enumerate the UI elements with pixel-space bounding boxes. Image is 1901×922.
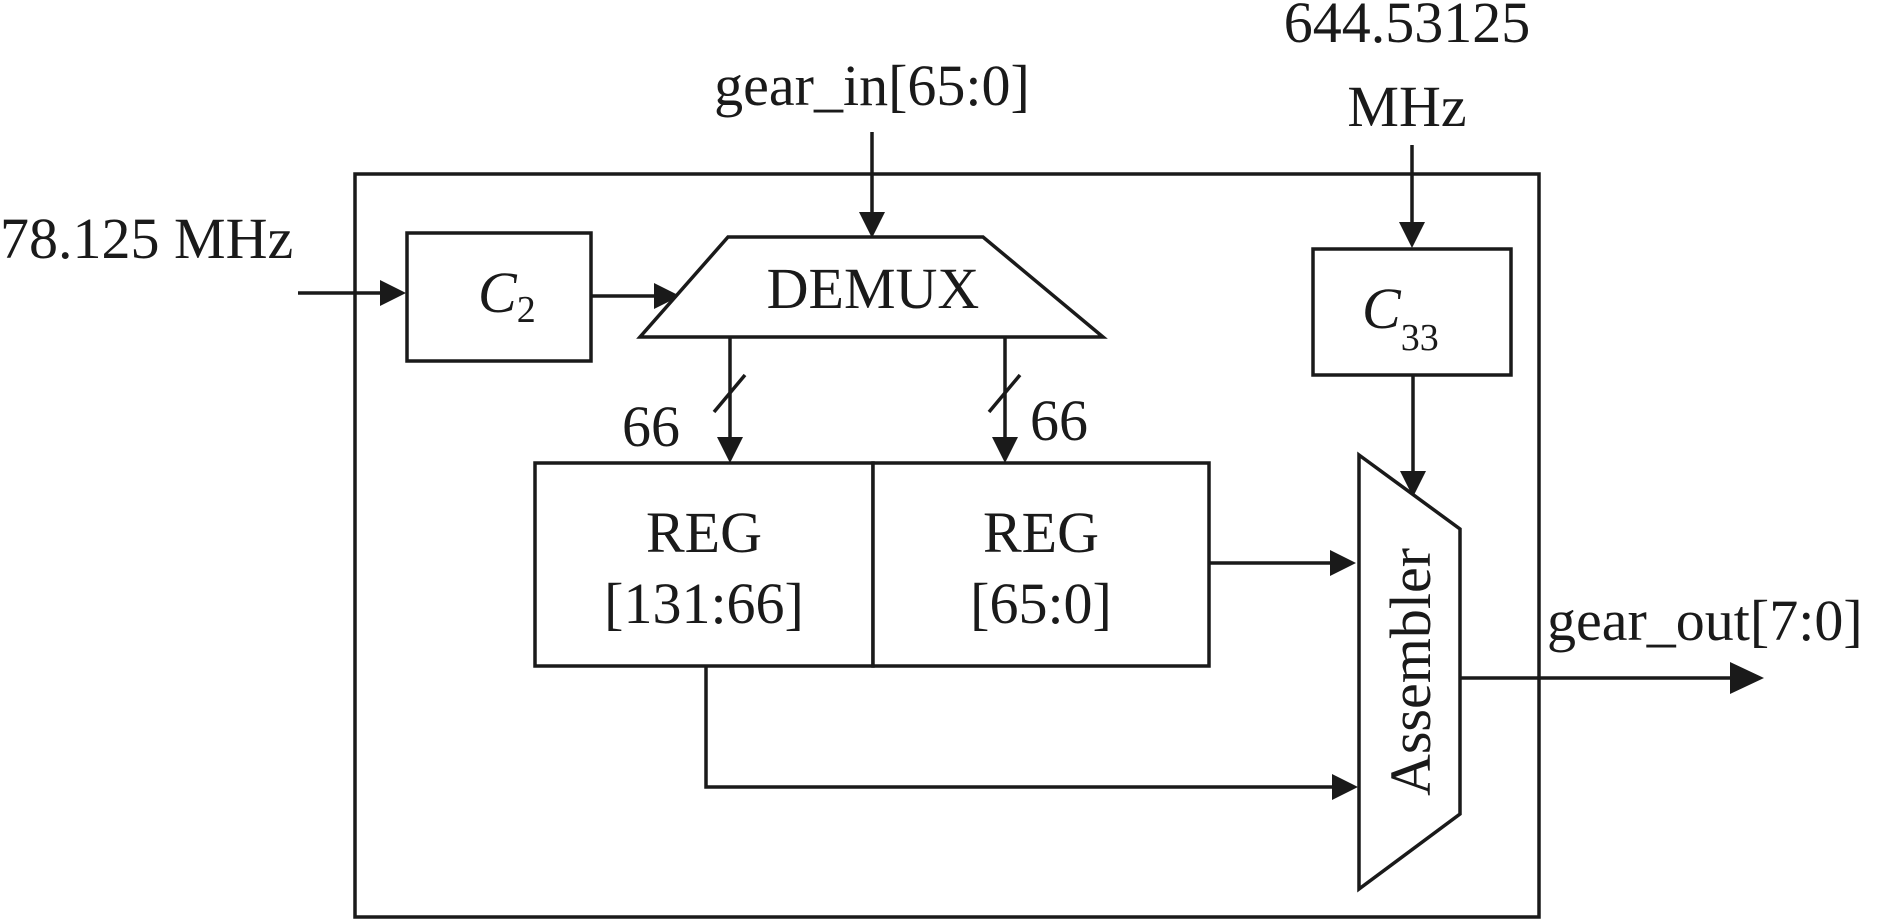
assembler-block [1357, 451, 1462, 893]
reg-low-block [871, 461, 1211, 668]
clock-out-value-label: 644.53125 [1284, 0, 1531, 55]
reg-low-line1: REG [983, 500, 1099, 565]
demux-label: DEMUX [767, 256, 980, 321]
c33-block [1311, 247, 1513, 377]
module-boundary [353, 172, 1541, 919]
bus-right-slash [987, 373, 1022, 414]
reg-high-to-assembler-arrowhead [1332, 774, 1358, 800]
reg-high-line1: REG [646, 500, 762, 565]
clock-in-label: 78.125 MHz [0, 206, 293, 271]
reg-high-block [533, 461, 875, 668]
c2-sub: 2 [517, 289, 536, 331]
c2-label: C2 [478, 260, 536, 331]
c33-label: C33 [1362, 276, 1439, 359]
c33-base: C [1362, 276, 1402, 341]
bus-left-slash [712, 373, 747, 414]
assembler-label: Assembler [1378, 548, 1443, 796]
demux-block [636, 235, 1108, 339]
gear-out-arrowhead [1730, 662, 1764, 694]
bus-left-arrowhead [717, 437, 743, 463]
bus-right-width: 66 [1030, 388, 1088, 453]
reg-high-to-assembler-wire [704, 666, 1338, 789]
reg-low-to-assembler-arrowhead [1330, 550, 1356, 576]
clock-in-arrowhead [380, 280, 406, 306]
reg-low-line2: [65:0] [970, 571, 1112, 636]
bus-right-arrowhead [992, 437, 1018, 463]
gear-in-label: gear_in[65:0] [714, 53, 1030, 118]
c2-block [405, 231, 593, 363]
clock-out-unit-label: MHz [1347, 74, 1466, 139]
gear-in-arrowhead [859, 212, 885, 238]
c2-base: C [478, 260, 518, 325]
gear-out-label: gear_out[7:0] [1547, 588, 1863, 653]
clock-out-arrowhead [1399, 222, 1425, 248]
reg-high-line2: [131:66] [604, 571, 804, 636]
c2-to-demux-arrowhead [654, 283, 680, 309]
bus-left-width: 66 [622, 394, 680, 459]
c33-to-assembler-arrowhead [1400, 471, 1426, 497]
c33-sub: 33 [1401, 317, 1439, 359]
